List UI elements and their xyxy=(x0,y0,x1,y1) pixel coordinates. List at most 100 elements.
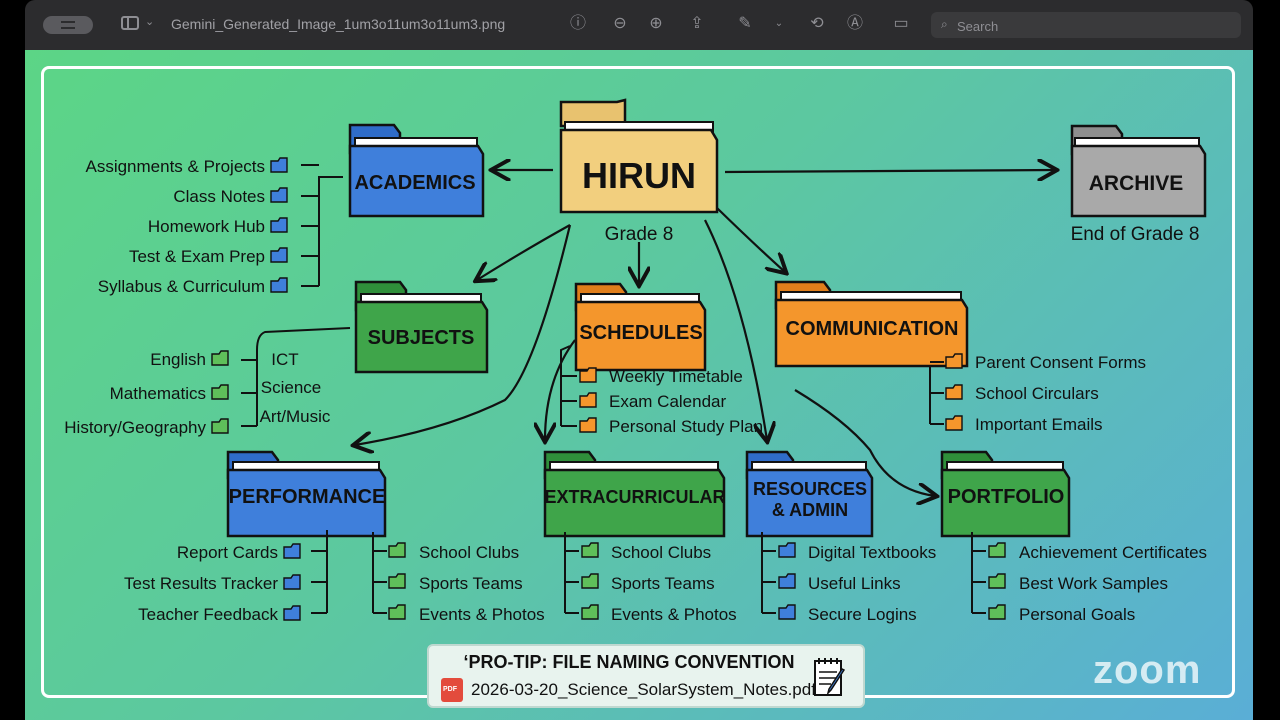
list-item: School Clubs xyxy=(419,543,519,562)
search-input[interactable] xyxy=(955,15,1229,37)
pdf-file-icon xyxy=(441,678,463,702)
annotate-icon[interactable]: Ⓐ xyxy=(846,15,863,32)
list-item: Personal Study Plan xyxy=(609,417,763,436)
portfolio-tree-lines xyxy=(971,532,986,614)
resources-admin-folder[interactable]: RESOURCES & ADMIN xyxy=(745,450,874,538)
performance-tree-lines xyxy=(311,530,387,614)
chevron-down-icon[interactable]: ⌄ xyxy=(774,18,784,29)
green-folder-icon xyxy=(388,542,406,558)
list-item: Sports Teams xyxy=(611,574,715,593)
list-item: School Circulars xyxy=(975,384,1099,403)
list-item: Test & Exam Prep xyxy=(129,247,265,266)
pro-tip-example-filename: 2026-03-20_Science_SolarSystem_Notes.pdf xyxy=(471,680,816,699)
list-item: Events & Photos xyxy=(419,605,545,624)
list-item: Parent Consent Forms xyxy=(975,353,1146,372)
zoom-out-icon[interactable]: ⊖ xyxy=(613,15,627,32)
rotate-icon[interactable]: ⟲ xyxy=(810,15,824,32)
list-item: Achievement Certificates xyxy=(1019,543,1207,562)
window-control-button[interactable] xyxy=(43,16,93,34)
list-item: Syllabus & Curriculum xyxy=(98,277,265,296)
search-box[interactable]: ⌕ xyxy=(931,12,1241,38)
notepad-icon xyxy=(814,658,846,696)
connector-arrows xyxy=(355,170,1055,496)
zoom-in-icon[interactable]: ⊕ xyxy=(649,15,663,32)
schedules-folder-label: SCHEDULES xyxy=(579,322,702,344)
image-canvas: HIRUN Grade 8 ARCHIVE End of Grade 8 ACA… xyxy=(25,50,1253,720)
subjects-folder-label: SUBJECTS xyxy=(368,327,475,349)
blue-folder-icon xyxy=(270,277,288,293)
performance-items: Report Cards Test Results Tracker Teache… xyxy=(124,542,545,624)
orange-folder-icon xyxy=(945,415,963,431)
list-item: Art/Music xyxy=(260,407,331,426)
list-item: Mathematics xyxy=(110,384,206,403)
list-item: School Clubs xyxy=(611,543,711,562)
resources-tree-lines xyxy=(761,532,776,614)
root-folder-sublabel: Grade 8 xyxy=(605,224,674,245)
schedules-items: Weekly Timetable Exam Calendar Personal … xyxy=(579,367,763,436)
viewer-titlebar: ⌄ Gemini_Generated_Image_1um3o11um3o11um… xyxy=(25,0,1253,50)
green-folder-icon xyxy=(988,604,1006,620)
performance-folder-label: PERFORMANCE xyxy=(229,486,386,508)
performance-folder[interactable]: PERFORMANCE xyxy=(226,450,387,538)
green-folder-icon xyxy=(211,418,229,434)
root-folder-label: HIRUN xyxy=(582,155,696,196)
schedules-tree-lines xyxy=(560,345,577,427)
folder-structure-diagram: HIRUN Grade 8 ARCHIVE End of Grade 8 ACA… xyxy=(64,98,1207,624)
chevron-down-icon[interactable]: ⌄ xyxy=(145,16,155,28)
portfolio-folder[interactable]: PORTFOLIO xyxy=(940,450,1071,538)
green-folder-icon xyxy=(988,573,1006,589)
green-folder-icon xyxy=(581,542,599,558)
list-item: Digital Textbooks xyxy=(808,543,936,562)
list-item: Useful Links xyxy=(808,574,901,593)
portfolio-items: Achievement Certificates Best Work Sampl… xyxy=(988,542,1207,624)
list-item: Secure Logins xyxy=(808,605,917,624)
green-folder-icon xyxy=(581,573,599,589)
green-folder-icon xyxy=(211,384,229,400)
extracurricular-items: School Clubs Sports Teams Events & Photo… xyxy=(581,542,737,624)
extracurricular-tree-lines xyxy=(564,532,579,614)
academics-folder[interactable]: ACADEMICS xyxy=(348,123,485,218)
portfolio-folder-label: PORTFOLIO xyxy=(948,486,1065,508)
blue-folder-icon xyxy=(270,187,288,203)
list-item: Science xyxy=(261,378,321,397)
root-folder[interactable]: HIRUN xyxy=(559,98,719,214)
green-folder-icon xyxy=(388,573,406,589)
blue-folder-icon xyxy=(270,217,288,233)
list-item: History/Geography xyxy=(64,418,206,437)
blue-folder-icon xyxy=(778,573,796,589)
form-fill-icon[interactable]: ▭ xyxy=(893,15,909,32)
list-item: ICT xyxy=(271,350,298,369)
academics-tree-lines xyxy=(301,164,343,287)
share-icon[interactable]: ⇪ xyxy=(690,15,704,32)
list-item: Sports Teams xyxy=(419,574,523,593)
list-item: Assignments & Projects xyxy=(85,157,265,176)
info-icon[interactable]: ⓘ xyxy=(569,15,586,32)
archive-folder-label: ARCHIVE xyxy=(1089,172,1184,195)
list-item: Best Work Samples xyxy=(1019,574,1168,593)
list-item: Important Emails xyxy=(975,415,1103,434)
communication-folder-label: COMMUNICATION xyxy=(786,318,959,340)
green-folder-icon xyxy=(388,604,406,620)
list-item: Exam Calendar xyxy=(609,392,727,411)
list-item: Report Cards xyxy=(177,543,278,562)
extracurricular-folder[interactable]: EXTRACURRICULAR xyxy=(543,450,726,538)
subjects-folder[interactable]: SUBJECTS xyxy=(354,280,489,374)
blue-folder-icon xyxy=(270,157,288,173)
window-title: Gemini_Generated_Image_1um3o11um3o11um3.… xyxy=(171,16,506,32)
markup-pen-icon[interactable]: ✎ xyxy=(738,15,752,32)
communication-folder[interactable]: COMMUNICATION xyxy=(774,280,969,368)
green-folder-icon xyxy=(211,350,229,366)
schedules-folder[interactable]: SCHEDULES xyxy=(574,282,707,372)
subjects-tree-lines xyxy=(241,327,351,427)
list-item: Events & Photos xyxy=(611,605,737,624)
subjects-items: English Mathematics History/Geography IC… xyxy=(64,350,331,437)
list-item: Personal Goals xyxy=(1019,605,1135,624)
list-item: Homework Hub xyxy=(148,217,265,236)
list-item: Teacher Feedback xyxy=(138,605,278,624)
blue-folder-icon xyxy=(283,574,301,590)
archive-folder[interactable]: ARCHIVE xyxy=(1070,124,1207,218)
green-folder-icon xyxy=(988,542,1006,558)
orange-folder-icon xyxy=(579,417,597,433)
sidebar-toggle-icon[interactable] xyxy=(121,16,139,30)
search-icon: ⌕ xyxy=(941,17,948,31)
